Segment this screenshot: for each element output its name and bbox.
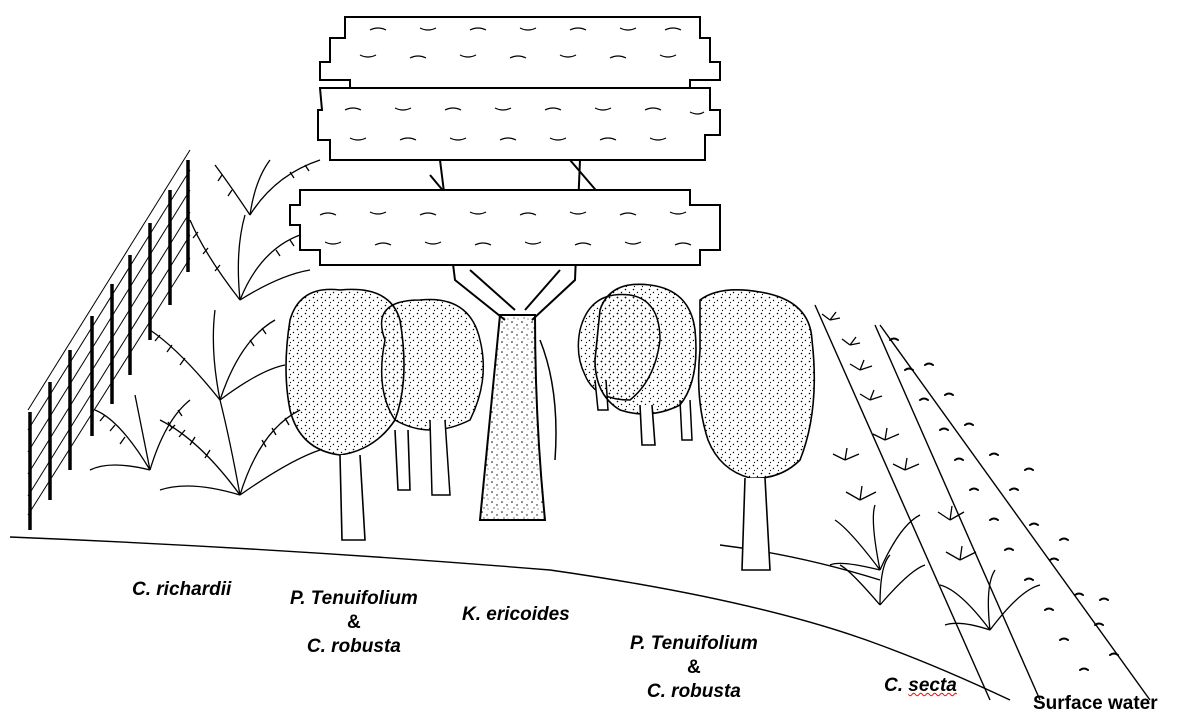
label-c-secta-prefix: C. (884, 675, 903, 696)
sedge-cluster (822, 312, 1040, 630)
label-c-secta: C. secta (884, 674, 957, 698)
label-c-richardii: C. richardii (132, 578, 231, 602)
foreground-trees (286, 284, 814, 570)
label-surface-water: Surface water (1033, 692, 1158, 716)
water-marks (890, 339, 1118, 671)
label-p-tenuifolium-c-robusta-left: P. Tenuifolium & C. robusta (290, 587, 418, 658)
fern-plant (190, 215, 310, 300)
stippled-tree-right-b (699, 290, 815, 570)
fern-cluster (90, 160, 320, 495)
label-k-ericoides: K. ericoides (462, 603, 570, 627)
stippled-tree-left (286, 289, 410, 540)
fern-plant (90, 395, 190, 470)
label-line: C. robusta (290, 635, 418, 659)
label-line: P. Tenuifolium (290, 587, 418, 611)
label-line: C. robusta (630, 680, 758, 704)
fern-plant (150, 310, 285, 400)
label-line: & (630, 656, 758, 680)
label-c-secta-word: secta (908, 675, 957, 696)
label-line: & (290, 611, 418, 635)
fence (28, 150, 190, 530)
label-line: P. Tenuifolium (630, 632, 758, 656)
label-p-tenuifolium-c-robusta-right: P. Tenuifolium & C. robusta (630, 632, 758, 703)
